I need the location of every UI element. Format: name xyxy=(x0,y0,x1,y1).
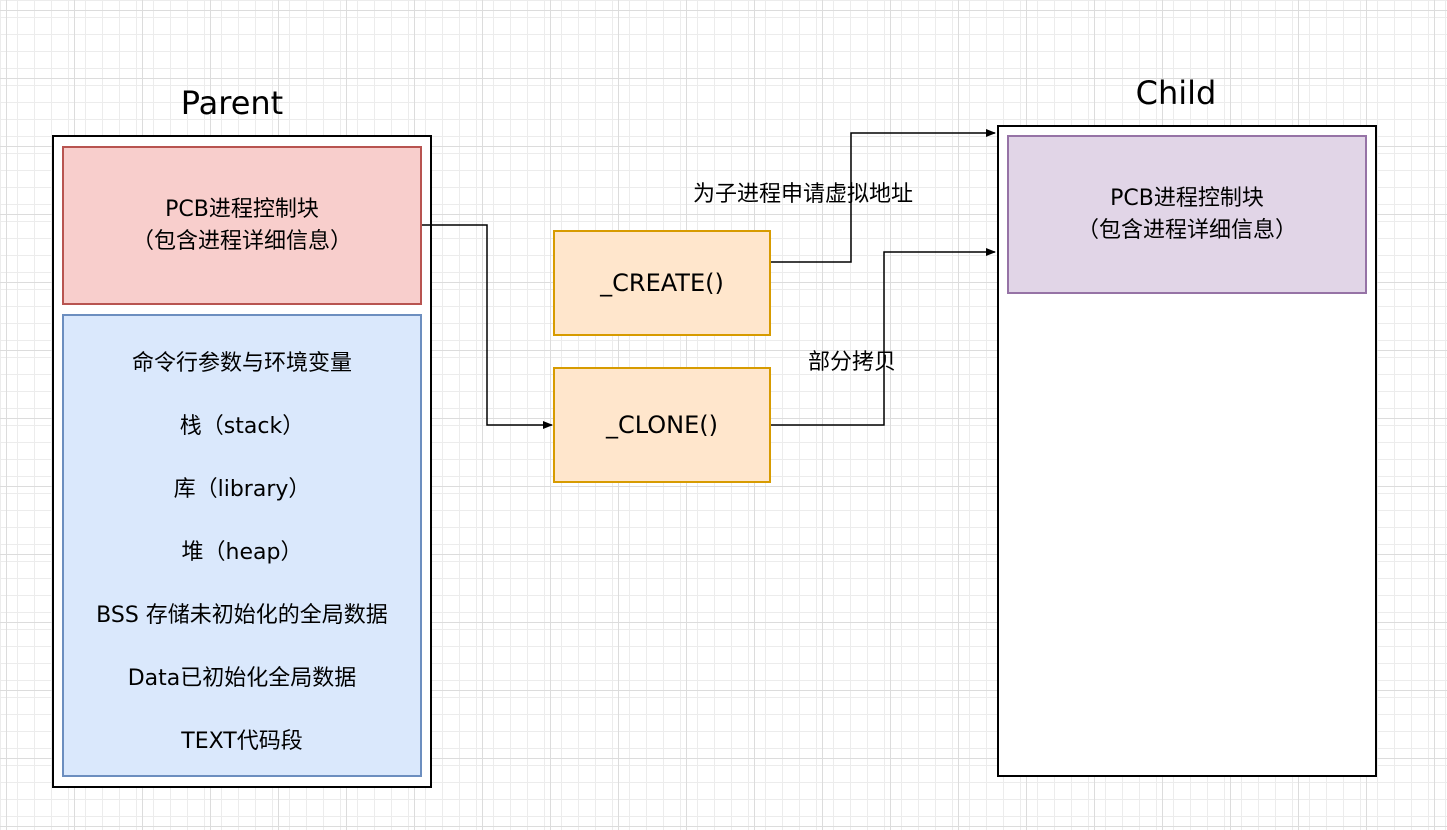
parent-pcb-to-clone-arrow xyxy=(422,224,553,429)
create-function-box[interactable]: _CREATE() xyxy=(553,230,771,336)
memory-segment-heap: 堆（heap） xyxy=(181,540,303,565)
memory-segment-bss: BSS 存储未初始化的全局数据 xyxy=(96,603,388,628)
child-pcb-line2: （包含进程详细信息） xyxy=(1076,217,1297,243)
clone-to-child-arrow xyxy=(771,248,996,426)
clone-edge-label: 部分拷贝 xyxy=(808,350,897,375)
child-title: Child xyxy=(1135,74,1217,112)
memory-segment-library: 库（library） xyxy=(173,477,311,502)
parent-memory-layout[interactable]: 命令行参数与环境变量 栈（stack） 库（library） 堆（heap） B… xyxy=(62,314,422,777)
memory-segment-text: TEXT代码段 xyxy=(181,729,303,754)
parent-pcb-block[interactable]: PCB进程控制块 （包含进程详细信息） xyxy=(62,146,422,305)
parent-title: Parent xyxy=(180,84,284,122)
create-edge-label: 为子进程申请虚拟地址 xyxy=(693,182,914,207)
child-pcb-line1: PCB进程控制块 xyxy=(1110,185,1264,211)
clone-function-box[interactable]: _CLONE() xyxy=(553,367,771,483)
memory-segment-cmdline-env: 命令行参数与环境变量 xyxy=(131,351,352,376)
parent-pcb-line1: PCB进程控制块 xyxy=(165,196,319,222)
memory-segment-data: Data已初始化全局数据 xyxy=(127,666,357,691)
create-to-child-arrow xyxy=(771,129,996,263)
child-pcb-block[interactable]: PCB进程控制块 （包含进程详细信息） xyxy=(1007,135,1367,294)
memory-segment-stack: 栈（stack） xyxy=(179,414,305,439)
parent-pcb-line2: （包含进程详细信息） xyxy=(131,228,352,254)
